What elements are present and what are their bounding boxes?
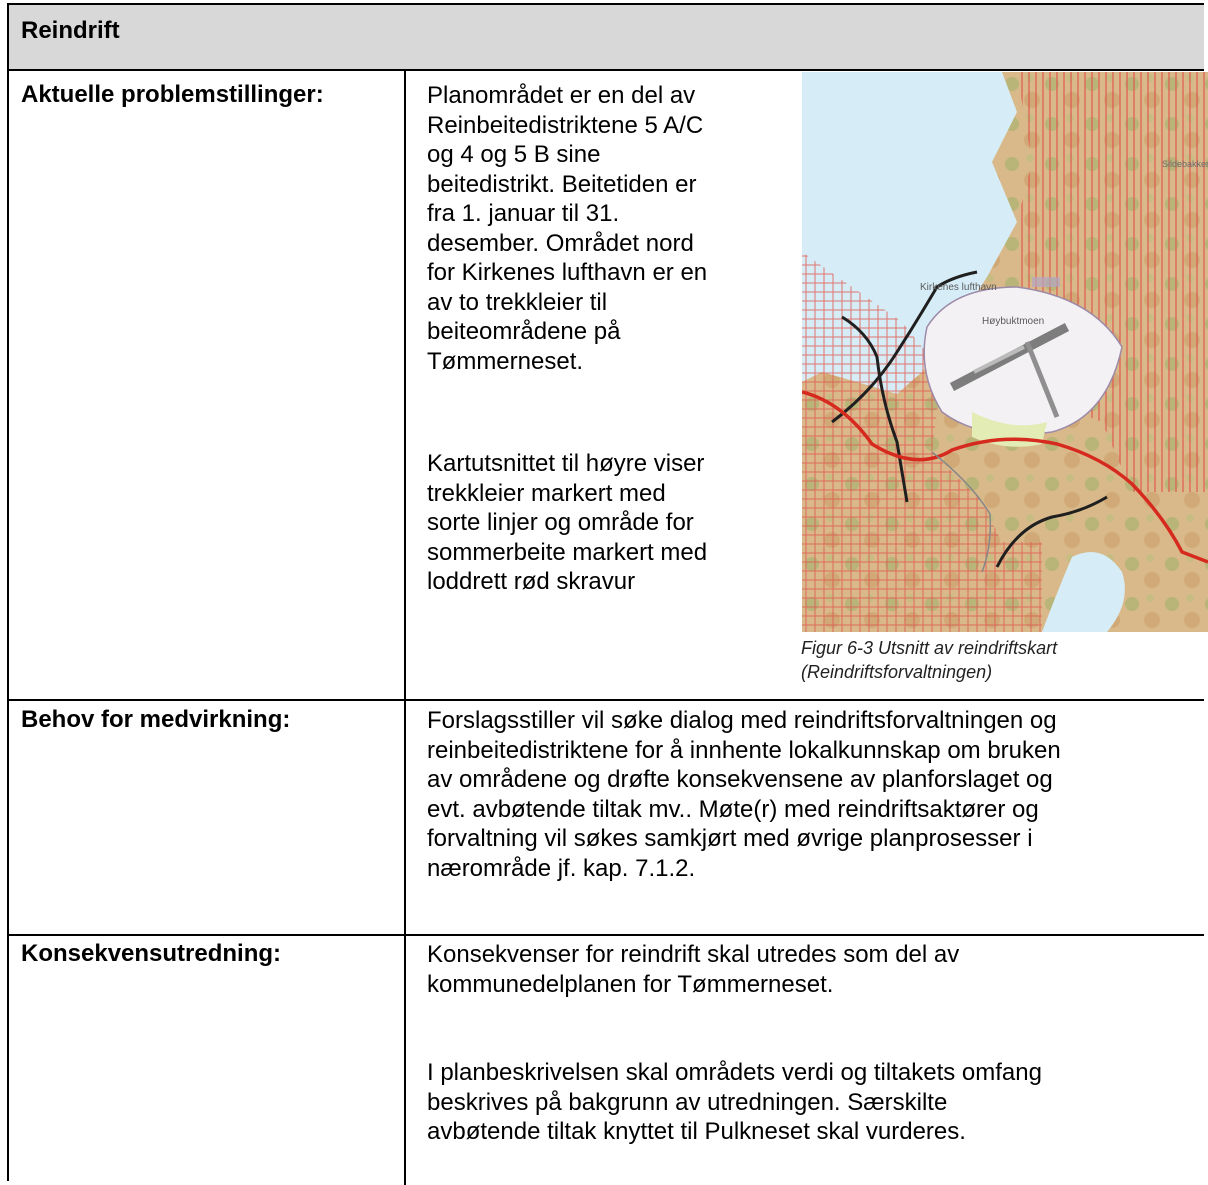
- map-labels: Kirkenes lufthavn Høybuktmoen Sildebakke…: [920, 159, 1208, 327]
- aktuelle-paragraph-1: Planområdet er en del av Reinbeitedistri…: [427, 82, 708, 375]
- header-title: Reindrift: [21, 17, 120, 44]
- label-behov: Behov for medvirkning:: [21, 706, 291, 733]
- row3-divider: [404, 934, 406, 1185]
- map-caption: Figur 6-3 Utsnitt av reindriftskart (Rei…: [801, 638, 1058, 682]
- row-separator-2: [9, 934, 1204, 936]
- row-separator-1: [9, 699, 1204, 701]
- table-header: Reindrift: [9, 5, 1204, 71]
- behov-paragraph: Forslagsstiller vil søke dialog med rein…: [427, 707, 1061, 882]
- migration-routes: [831, 270, 1108, 568]
- map-label-sildebakken: Sildebakken: [1162, 159, 1208, 169]
- label-konsekvens: Konsekvensutredning:: [21, 940, 282, 967]
- map-label-lufthavn: Kirkenes lufthavn: [920, 282, 997, 293]
- konsekvens-paragraph-1: Konsekvenser for reindrift skal utredes …: [427, 941, 960, 998]
- reindrift-table: Reindrift Aktuelle problemstillinger: Pl…: [7, 3, 1208, 1185]
- reindrift-map: Kirkenes lufthavn Høybuktmoen Sildebakke…: [802, 72, 1208, 632]
- row2-divider: [404, 699, 406, 936]
- main-road: [802, 390, 1208, 573]
- label-aktuelle: Aktuelle problemstillinger:: [21, 81, 324, 108]
- aktuelle-paragraph-2: Kartutsnittet til høyre viser trekkleier…: [427, 450, 708, 595]
- row1-divider: [404, 71, 406, 699]
- konsekvens-paragraph-2: I planbeskrivelsen skal områdets verdi o…: [427, 1059, 1042, 1145]
- map-label-hoybuktmoen: Høybuktmoen: [982, 316, 1044, 327]
